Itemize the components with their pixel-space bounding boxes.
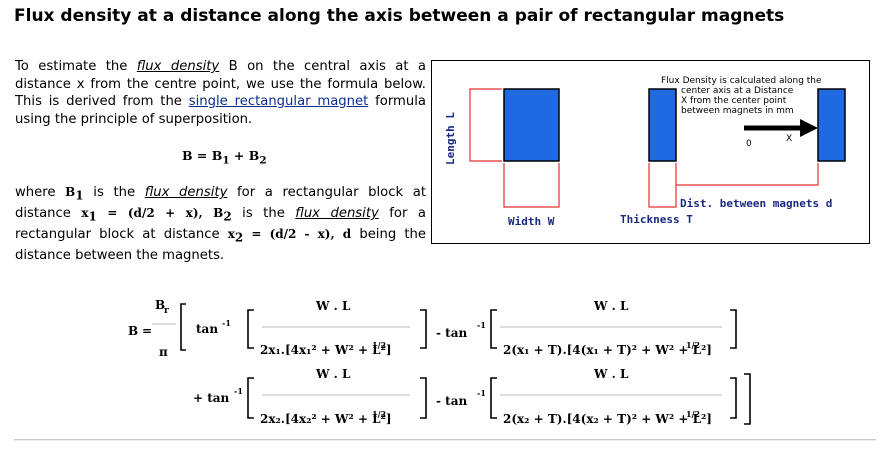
magnet-diagram-svg: Width W Length L Thickness T Dist. betwe… [444, 76, 846, 228]
thickness-bracket [648, 163, 677, 208]
den-3-exp: 1/2 [372, 409, 386, 419]
magnet-diagram: Width W Length L Thickness T Dist. betwe… [431, 60, 870, 244]
where-text: where [15, 185, 66, 200]
intro-text-1: To estimate the [15, 59, 137, 74]
where-text-5: for a rectangular block at distance [15, 206, 426, 243]
minus-tan-2: - tan [436, 394, 467, 408]
bracket-3-right [420, 377, 427, 419]
left-magnet [503, 88, 560, 162]
minus-tan-2-inv: -1 [477, 388, 486, 398]
eq-sub-1: 1 [222, 154, 230, 167]
x1-symbol: x [81, 206, 89, 221]
bracket-4-right [730, 377, 737, 419]
tan-1-inv: -1 [222, 318, 231, 328]
thickness-label: Thickness T [620, 213, 693, 226]
distance-line [676, 163, 819, 186]
single-rectangular-magnet-link[interactable]: single rectangular magnet [188, 94, 369, 109]
zero-label: 0 [746, 139, 752, 149]
minus-tan-1-inv: -1 [477, 320, 486, 330]
d-symbol: d [342, 227, 352, 242]
axis-arrow-head [800, 119, 818, 137]
x2-symbol: x [227, 227, 235, 242]
note-line-2: center axis at a Distance [681, 86, 794, 96]
outer-bracket-right [744, 373, 751, 425]
outer-bracket-left [180, 303, 186, 351]
note-line-3: X from the center point [681, 96, 787, 106]
minus-tan-1: - tan [436, 326, 467, 340]
num-1: W . L [315, 299, 351, 313]
intro-paragraph: To estimate the flux density B on the ce… [15, 58, 426, 128]
length-label: Length L [444, 112, 457, 165]
x2-sub: 2 [234, 230, 244, 245]
where-text-6: being the distance between the magnets. [15, 227, 426, 264]
b1-symbol: B [65, 185, 76, 199]
where-text-3: for a rectangular block at distance [15, 185, 426, 222]
page-title: Flux density at a distance along the axi… [14, 6, 785, 26]
bottom-divider [14, 439, 876, 441]
num-2: W . L [593, 299, 629, 313]
formula-b: B [128, 324, 138, 338]
magnet-a [648, 88, 677, 162]
den-2-exp: 1/2 [686, 340, 700, 350]
num-4: W . L [593, 367, 629, 381]
intro-text-3: formula using the principle of superposi… [15, 94, 426, 127]
eq-sub-2: 2 [259, 154, 267, 167]
width-label: Width W [508, 215, 555, 228]
where-text-4: is the [231, 206, 296, 222]
note-line-1: Flux Density is calculated along the [661, 76, 822, 86]
x1-def: = (d/2 + x), [96, 206, 214, 221]
main-formula: B = B r π tan -1 W . L 2x₁.[4x₁² + W² + … [128, 298, 751, 426]
formula-pi: π [159, 345, 168, 359]
bracket-2-left [490, 309, 497, 349]
tan-1: tan [196, 322, 218, 336]
den-2: 2(x₁ + T).[4(x₁ + T)² + W² + L²] [503, 343, 712, 357]
intro-text-2: B on the central axis at a distance x fr… [15, 59, 426, 109]
den-4-exp: 1/2 [686, 409, 700, 419]
flux-density-link[interactable]: flux density [136, 59, 220, 74]
plus-tan: + tan [193, 391, 230, 405]
bracket-1-right [420, 309, 427, 349]
den-1-exp: 1/2 [372, 340, 386, 350]
bracket-4-left [490, 377, 497, 419]
formula-br: B [155, 298, 165, 312]
b1-sub: 1 [75, 188, 84, 203]
where-text-2: is the [83, 185, 145, 200]
note-line-4: between magnets in mm [681, 106, 794, 116]
length-bracket [469, 88, 502, 162]
where-paragraph: where B1 is the flux density for a recta… [15, 184, 426, 265]
x1-sub: 1 [88, 209, 97, 224]
b2-sub: 2 [223, 209, 232, 224]
formula-br-sub: r [164, 306, 169, 316]
den-1: 2x₁.[4x₁² + W² + L²] [260, 343, 392, 357]
b2-symbol: B [213, 206, 224, 221]
x2-def: = (d/2 - x), [243, 227, 343, 242]
superposition-equation: B = B1 + B2 [182, 148, 267, 167]
distance-label: Dist. between magnets d [680, 197, 832, 210]
formula-equals: = [142, 324, 152, 338]
num-3: W . L [315, 367, 351, 381]
bracket-1-left [247, 309, 254, 349]
den-3: 2x₂.[4x₂² + W² + L²] [260, 412, 392, 426]
flux-density-link-2[interactable]: flux density [144, 185, 228, 200]
den-4: 2(x₂ + T).[4(x₂ + T)² + W² + L²] [503, 412, 712, 426]
flux-density-link-3[interactable]: flux density [295, 206, 379, 222]
eq-b: B = B [182, 148, 223, 163]
magnet-b [817, 88, 846, 162]
bracket-3-left [247, 377, 254, 419]
width-bracket [503, 163, 560, 208]
plus-tan-inv: -1 [234, 386, 243, 396]
x-label: X [786, 134, 792, 144]
bracket-2-right [730, 309, 737, 349]
eq-plus: + B [229, 148, 260, 163]
